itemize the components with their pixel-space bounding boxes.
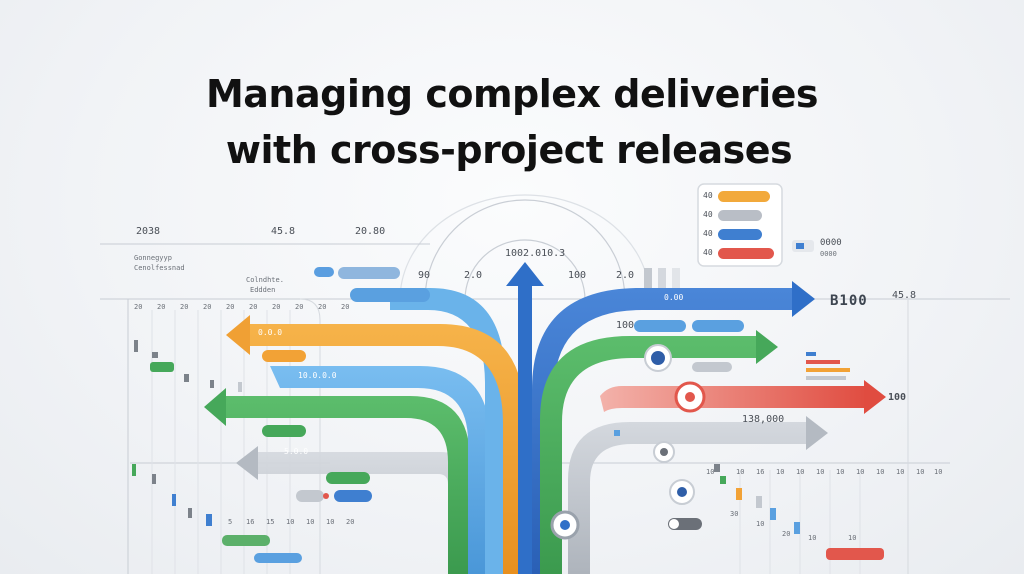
legend-card	[697, 183, 783, 267]
brand-label: B100	[830, 293, 868, 309]
axis-number: 10	[916, 468, 925, 476]
mid-label-4: 2.0	[616, 270, 635, 281]
axis-number: 20	[249, 303, 258, 311]
axis-number: 10	[934, 468, 943, 476]
side-sub-label: 0000	[820, 250, 837, 258]
axis-number: 10	[306, 518, 315, 526]
axis-number: 20	[318, 303, 327, 311]
light-blue-top-band	[390, 288, 505, 574]
axis-number: 10	[856, 468, 865, 476]
legend-item-label: 40	[703, 248, 713, 257]
axis-number: 20	[226, 303, 235, 311]
top-right-label: 45.8	[892, 290, 917, 301]
mid-label-2: 2.0	[464, 270, 483, 281]
mid-label-1: 90	[418, 270, 431, 281]
axis-number: 10	[836, 468, 845, 476]
center-arrow-head	[506, 262, 544, 286]
headline-line-2: with cross-project releases	[225, 128, 793, 172]
legend-item-label: 40	[703, 210, 713, 219]
green-right-arrow-head	[756, 330, 778, 364]
gray-arrow-head	[236, 446, 258, 480]
axis-number: 10	[706, 468, 715, 476]
axis-number: 20	[341, 303, 350, 311]
left-caption-2: Cenolfessnad	[134, 264, 185, 272]
axis-number: 10	[736, 468, 745, 476]
axis-number: 20	[157, 303, 166, 311]
axis-number: 20	[272, 303, 281, 311]
light-blue-flow-band	[270, 366, 490, 574]
axis-number: 30	[730, 510, 739, 518]
center-arrow-shaft	[518, 282, 532, 574]
value-label: 138,000	[742, 414, 785, 425]
green-right-flow-band	[540, 336, 758, 574]
axis-number: 16	[756, 468, 765, 476]
right-count-label: 100	[888, 392, 907, 403]
gray-right-flow-band	[568, 422, 808, 574]
axis-number: 10	[848, 534, 857, 542]
axis-number: 20	[180, 303, 189, 311]
gray-arrow-label: 5.0.0	[284, 447, 309, 456]
right-num-label: 100	[616, 320, 635, 331]
red-flow-band	[600, 386, 868, 412]
axis-number: 20	[134, 303, 143, 311]
flow-nodes	[550, 344, 706, 540]
axis-number: 5	[228, 518, 233, 526]
axis-number: 10	[896, 468, 905, 476]
gray-right-arrow-head	[806, 416, 828, 450]
axis-number: 10	[286, 518, 295, 526]
orange-arrow-head	[226, 315, 250, 355]
header-label-2: 45.8	[271, 226, 296, 237]
headline-line-1: Managing complex deliveries	[205, 72, 819, 116]
orange-arrow-label: 0.0.0	[258, 328, 283, 337]
side-indicator	[792, 240, 814, 252]
red-arrow-head	[864, 380, 886, 414]
dark-blue-arrow-label: 0.00	[664, 293, 684, 302]
axis-number: 10	[796, 468, 805, 476]
axis-number: 10	[816, 468, 825, 476]
group-caption-1: Colndhte.	[246, 276, 284, 284]
axis-number: 10	[776, 468, 785, 476]
header-label-1: 2038	[136, 226, 161, 237]
axis-number: 10	[808, 534, 817, 542]
timeline-verticals	[151, 310, 861, 574]
legend-item-label: 40	[703, 229, 713, 238]
blue-arrow-label: 10.0.0.0	[298, 371, 337, 380]
side-label: 0000	[820, 238, 842, 248]
axis-number: 20	[203, 303, 212, 311]
axis-number: 10	[756, 520, 765, 528]
axis-number: 10	[876, 468, 885, 476]
axis-number: 20	[295, 303, 304, 311]
legend-item-label: 40	[703, 191, 713, 200]
axis-number: 20	[782, 530, 791, 538]
group-caption-2: Eddden	[250, 286, 276, 294]
axis-number: 15	[266, 518, 275, 526]
green-left-arrow-head	[204, 388, 226, 426]
center-label: 1002.010.3	[505, 248, 566, 259]
left-caption-1: Gonnegyyp	[134, 254, 172, 262]
left-markers	[132, 267, 430, 563]
mid-label-3: 100	[568, 270, 587, 281]
axis-number: 16	[246, 518, 255, 526]
orange-flow-band	[246, 324, 525, 574]
right-markers	[634, 268, 884, 560]
header-label-3: 20.80	[355, 226, 386, 237]
axis-number: 20	[346, 518, 355, 526]
dark-blue-flow-band	[532, 288, 795, 574]
axis-number: 10	[326, 518, 335, 526]
timeline-grid	[100, 243, 1010, 574]
dark-blue-arrow-head	[792, 281, 815, 317]
green-left-flow-band	[222, 396, 470, 574]
background-arcs	[399, 194, 651, 301]
